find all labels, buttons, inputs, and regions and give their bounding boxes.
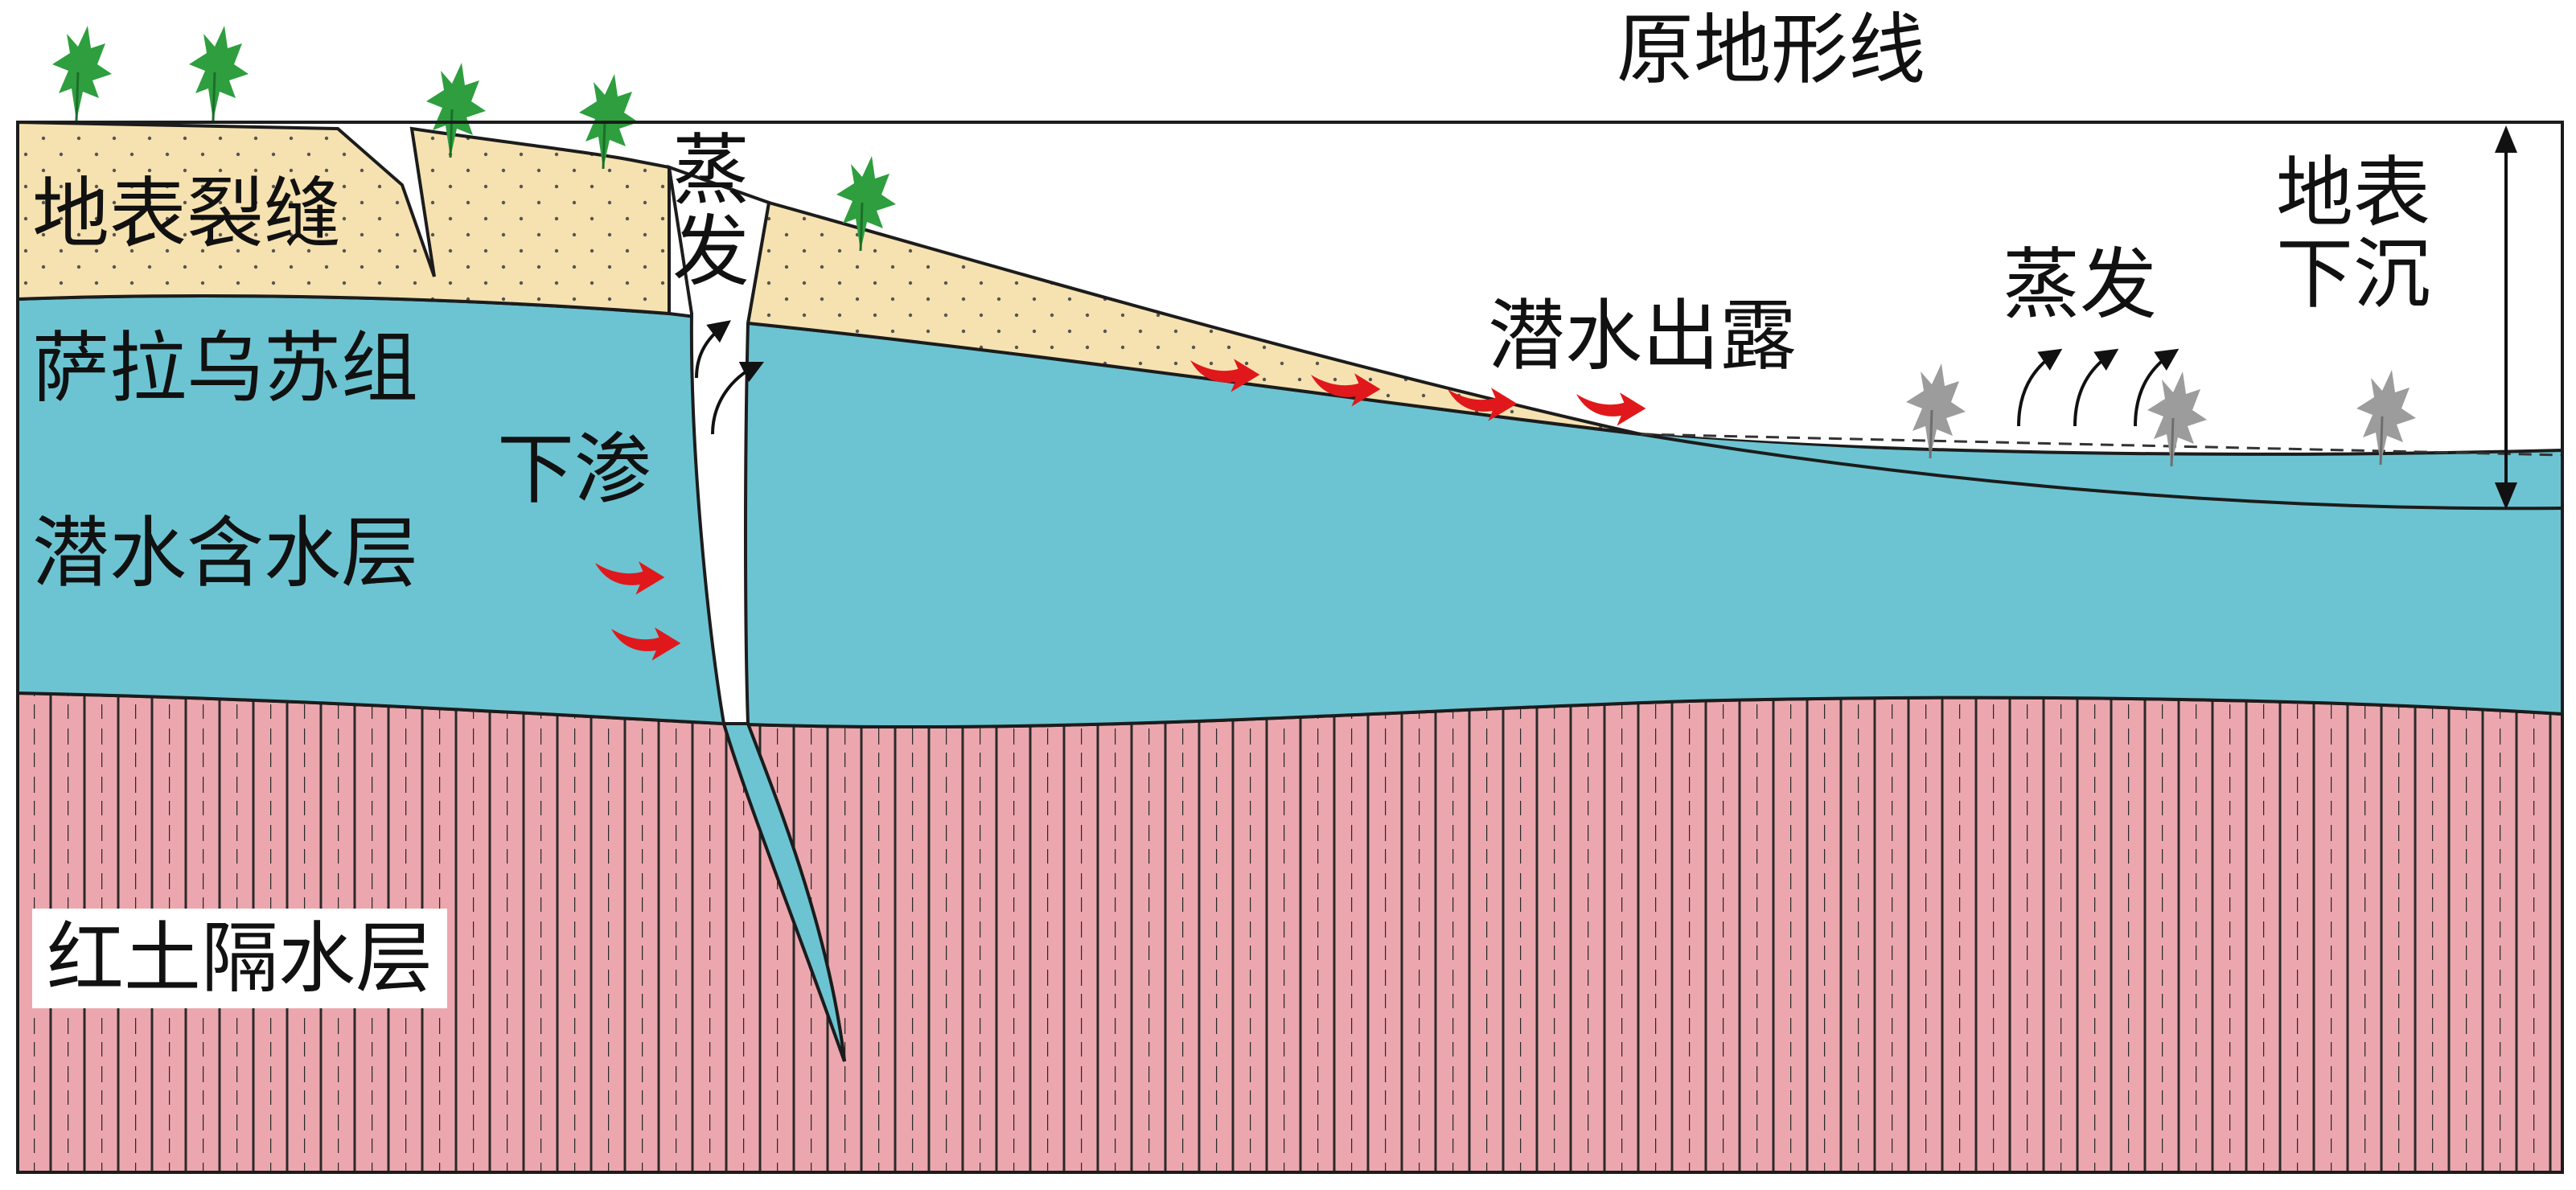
subsided-surface-line [1640, 433, 2563, 511]
label-evaporation-left-char1: 蒸 [672, 125, 750, 215]
label-surface-crack: 地表裂缝 [32, 169, 341, 259]
label-salawusu-formation: 萨拉乌苏组 [32, 323, 418, 413]
label-subsidence-line1: 地表 [2276, 148, 2430, 238]
label-evaporation-left: 蒸 发 [672, 130, 761, 293]
evaporation-arrow-icon [695, 320, 731, 379]
plant-dead-icon [2355, 368, 2418, 466]
label-infiltration: 下渗 [497, 425, 651, 515]
label-original-terrain: 原地形线 [1617, 5, 1925, 95]
plant-dead-icon [1904, 362, 1967, 460]
exposed-groundwater-zone [1641, 434, 2562, 512]
label-groundwater-outcrop: 潜水出露 [1488, 291, 1797, 381]
evaporation-arrow-icon [2134, 348, 2180, 427]
label-red-clay-aquitard: 红土隔水层 [32, 909, 447, 1008]
surface-sand-layer [16, 120, 671, 316]
subsidence-arrow [2495, 125, 2517, 510]
evaporation-arrow-icon [2073, 348, 2119, 427]
evaporation-arrow-icon [711, 361, 765, 435]
plant-healthy-icon [51, 24, 113, 122]
diagram-frame [16, 121, 2564, 1174]
plant-healthy-icon [187, 24, 250, 122]
label-evaporation-right: 蒸发 [2003, 240, 2157, 330]
evaporation-arrow-icon [2017, 348, 2063, 427]
label-subsidence-line2: 下沉 [2276, 228, 2430, 319]
plant-dead-icon [2146, 370, 2208, 468]
fissure-water-tail [721, 722, 846, 1062]
label-phreatic-aquifer: 潜水含水层 [32, 508, 418, 598]
surface-sand-layer-right [746, 200, 1641, 436]
label-surface-subsidence: 地表 下沉 [2276, 153, 2469, 315]
label-evaporation-left-char2: 发 [672, 206, 750, 297]
